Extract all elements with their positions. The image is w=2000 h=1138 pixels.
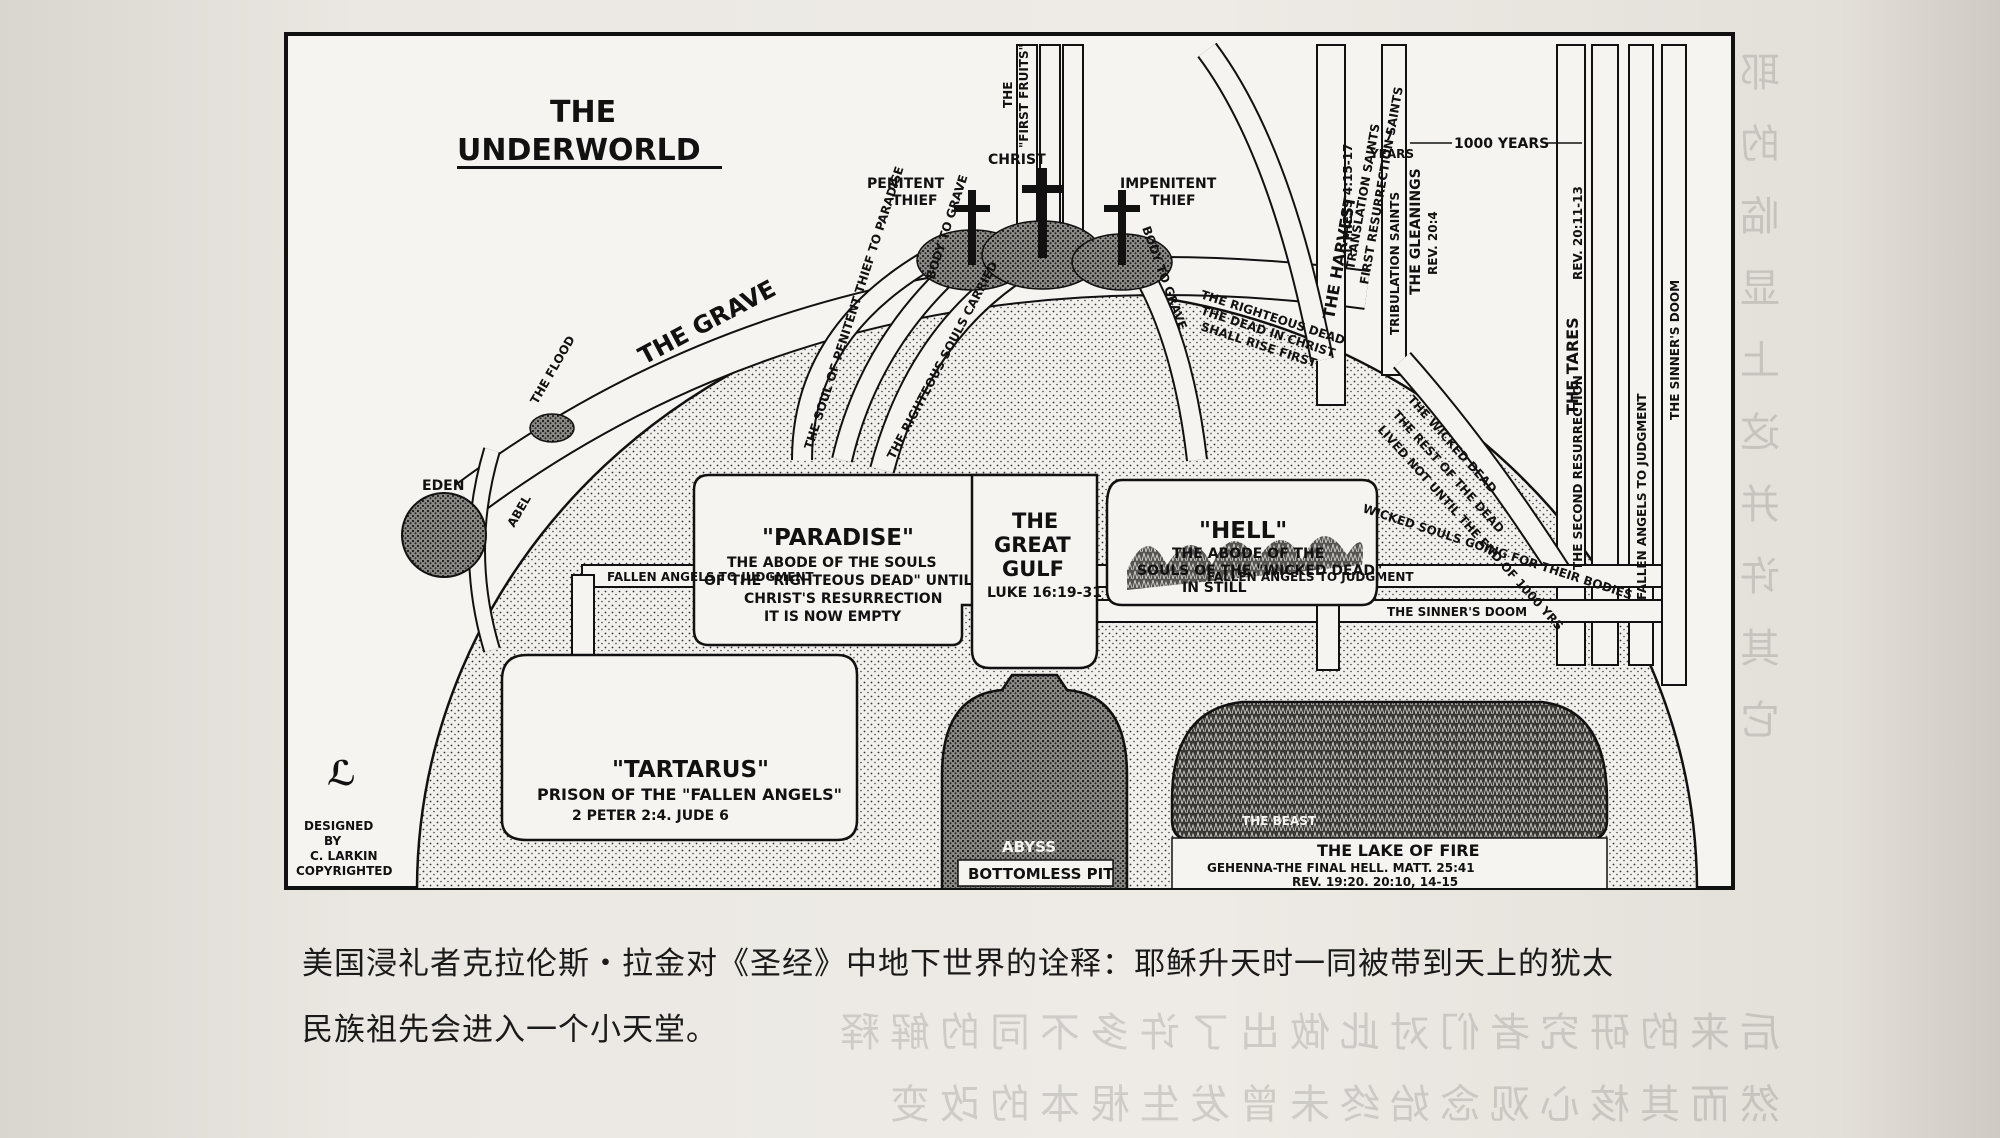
hell-line-1: THE ABODE OF THE bbox=[1172, 546, 1324, 562]
lake-subtitle: GEHENNA-THE FINAL HELL. MATT. 25:41 bbox=[1207, 861, 1475, 875]
hell-line-2: SOULS OF THE "WICKED DEAD" bbox=[1137, 563, 1382, 579]
signature-line-3: C. LARKIN bbox=[310, 849, 378, 863]
tartarus-chamber bbox=[500, 653, 859, 842]
sinners-doom-vertical-label: THE SINNER'S DOOM bbox=[1668, 280, 1682, 420]
calvary bbox=[916, 168, 1173, 291]
flood-ark-icon bbox=[529, 413, 575, 443]
harvest-sub-3: 1 THESS 4:15-17 bbox=[1341, 144, 1355, 255]
paradise-line-3: CHRIST'S RESURRECTION bbox=[744, 591, 942, 607]
underworld-diagram: THE UNDERWORLD THE GRAVE EDEN ABEL THE F… bbox=[284, 32, 1735, 890]
first-fruits-label-2: "FIRST FRUITS" bbox=[1017, 44, 1031, 148]
abyss-line-2: BOTTOMLESS PIT bbox=[968, 865, 1114, 883]
tares-sub-1: THE SECOND RESURRECTION bbox=[1571, 375, 1585, 570]
lake-beast-label: THE BEAST bbox=[1242, 814, 1317, 828]
gulf-line-1: THE bbox=[1012, 509, 1058, 533]
hell-line-3: IN STILL bbox=[1182, 580, 1247, 596]
monogram-icon: ℒ bbox=[327, 754, 356, 794]
caption-line-2: 民族祖先会进入一个小天堂。 bbox=[302, 1012, 718, 1048]
paradise-line-2: OF THE "RIGHTEOUS DEAD" UNTIL bbox=[704, 573, 973, 589]
gulf-line-2: GREAT bbox=[994, 533, 1071, 557]
penitent-thief-label-1: PENITENT bbox=[867, 176, 945, 192]
lake-title: THE LAKE OF FIRE bbox=[1317, 841, 1480, 860]
tartarus-ref: 2 PETER 2:4. JUDE 6 bbox=[572, 808, 729, 824]
fallen-angels-right-label: FALLEN ANGELS TO JUDGMENT bbox=[1207, 570, 1414, 584]
title-the: THE bbox=[550, 95, 616, 130]
seven-years-label-1: 7 bbox=[1385, 129, 1393, 143]
sinners-doom-label: THE SINNER'S DOOM bbox=[1387, 605, 1527, 619]
fallen-angels-left-label: FALLEN ANGELS TO JUDGMENT bbox=[607, 570, 814, 584]
hell-fire bbox=[1127, 536, 1363, 590]
signature-line-1: DESIGNED bbox=[304, 819, 373, 833]
penitent-cross-icon bbox=[968, 190, 976, 265]
gulf-ref: LUKE 16:19-31 bbox=[987, 585, 1102, 601]
fallen-angels-vertical-label: FALLEN ANGELS TO JUDGMENT bbox=[1635, 393, 1649, 600]
first-fruits-label-1: THE bbox=[1001, 82, 1015, 108]
lake-of-fire bbox=[1170, 700, 1609, 842]
title-underworld: UNDERWORLD bbox=[457, 133, 701, 168]
tares-label: THE TARES bbox=[1563, 317, 1582, 415]
impenitent-thief-label-2: THIEF bbox=[1150, 193, 1196, 209]
christ-label: CHRIST bbox=[988, 152, 1046, 168]
gleanings-sub-2: REV. 20:4 bbox=[1426, 211, 1440, 275]
eden-label: EDEN bbox=[422, 478, 464, 494]
lake-ref: REV. 19:20. 20:10, 14-15 bbox=[1292, 875, 1458, 889]
thousand-years-label: 1000 YEARS bbox=[1454, 136, 1549, 152]
hell-title: "HELL" bbox=[1199, 518, 1287, 544]
tares-sub-2: REV. 20:11-13 bbox=[1571, 186, 1585, 280]
paradise-line-1: THE ABODE OF THE SOULS bbox=[727, 555, 937, 571]
impenitent-thief-label-1: IMPENITENT bbox=[1120, 176, 1217, 192]
gleanings-label: THE GLEANINGS bbox=[1408, 168, 1424, 295]
wicked-dead-path bbox=[1394, 353, 1571, 581]
christ-cross-icon bbox=[1038, 168, 1047, 258]
gleanings-sub-1: TRIBULATION SAINTS bbox=[1388, 192, 1402, 335]
tartarus-title: "TARTARUS" bbox=[612, 757, 769, 783]
seven-years-label-2: YEARS bbox=[1369, 147, 1414, 161]
great-gulf bbox=[970, 473, 1099, 670]
caption-line-1: 美国浸礼者克拉伦斯・拉金对《圣经》中地下世界的诠释：耶稣升天时一同被带到天上的犹… bbox=[302, 946, 1614, 982]
signature-line-4: COPYRIGHTED bbox=[296, 864, 392, 878]
abyss-pit bbox=[940, 673, 1129, 888]
impenitent-cross-icon bbox=[1118, 190, 1126, 265]
title-underline bbox=[457, 166, 722, 169]
paradise-title: "PARADISE" bbox=[762, 525, 914, 551]
paradise-line-4: IT IS NOW EMPTY bbox=[764, 609, 902, 625]
first-resurrection-path bbox=[1198, 44, 1332, 362]
eden-globe bbox=[401, 492, 487, 578]
tartarus-subtitle: PRISON OF THE "FALLEN ANGELS" bbox=[537, 785, 842, 804]
signature-line-2: BY bbox=[324, 834, 341, 848]
penitent-thief-label-2: THIEF bbox=[892, 193, 938, 209]
gulf-line-3: GULF bbox=[1002, 557, 1064, 581]
abyss-line-1: ABYSS bbox=[1002, 838, 1056, 856]
